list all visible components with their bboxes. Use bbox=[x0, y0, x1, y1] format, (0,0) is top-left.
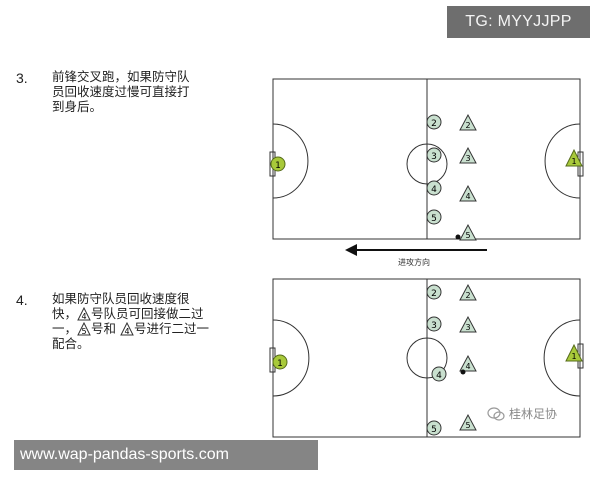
svg-text:4: 4 bbox=[436, 371, 442, 381]
svg-text:5: 5 bbox=[81, 327, 86, 336]
svg-text:3: 3 bbox=[431, 321, 437, 331]
defender-circle-2: 2 bbox=[426, 284, 442, 300]
telegram-tag: TG: MYYJJPP bbox=[447, 6, 590, 38]
svg-text:4: 4 bbox=[465, 192, 470, 201]
section-4-line-1: 如果防守队员回收速度很 bbox=[52, 291, 190, 306]
defender-circle-3: 3 bbox=[426, 147, 442, 163]
football-pitch-diagram-2: 1 1 2 3 4 5 2 3 4 5 bbox=[269, 278, 584, 438]
section-4-line-3: 一，5 号和 4 号进行二过一 bbox=[52, 321, 209, 336]
right-keeper-triangle: 1 bbox=[565, 343, 583, 362]
defender-circle-3: 3 bbox=[426, 316, 442, 332]
section-3-line-2: 员回收速度过慢可直接打 bbox=[52, 84, 190, 99]
attacker-triangle-3: 3 bbox=[459, 315, 477, 333]
svg-text:2: 2 bbox=[465, 291, 470, 300]
attack-direction-arrow bbox=[345, 244, 487, 256]
attacker-triangle-4: 4 bbox=[459, 184, 477, 202]
brand-label: 桂林足协 bbox=[487, 405, 557, 422]
football-pitch-diagram-1: 1 1 2 3 4 5 2 3 4 5 bbox=[269, 78, 584, 241]
attacker-triangle-2: 2 bbox=[459, 283, 477, 301]
defender-circle-5: 5 bbox=[426, 420, 442, 436]
svg-text:4: 4 bbox=[81, 312, 86, 321]
svg-text:2: 2 bbox=[465, 121, 470, 130]
wechat-icon bbox=[487, 407, 505, 421]
section-3-number: 3. bbox=[16, 70, 28, 86]
section-3-description: 前锋交叉跑，如果防守队 员回收速度过慢可直接打 到身后。 bbox=[52, 69, 190, 114]
center-circle bbox=[406, 337, 448, 379]
svg-text:1: 1 bbox=[275, 161, 281, 171]
center-circle bbox=[406, 143, 448, 185]
triangle-4b-inline-icon: 4 bbox=[120, 322, 134, 336]
attacker-triangle-4: 4 bbox=[459, 354, 477, 372]
ball bbox=[455, 234, 461, 240]
svg-text:5: 5 bbox=[465, 421, 470, 430]
svg-text:5: 5 bbox=[465, 231, 470, 240]
defender-circle-2: 2 bbox=[426, 114, 442, 130]
triangle-4-inline-icon: 4 bbox=[77, 307, 91, 321]
attacker-triangle-5: 5 bbox=[459, 223, 477, 241]
section-4-number: 4. bbox=[16, 292, 28, 308]
section-4-line-2: 快，4 号队员可回接做二过 bbox=[52, 306, 209, 321]
svg-text:1: 1 bbox=[571, 157, 576, 166]
svg-text:5: 5 bbox=[431, 214, 437, 224]
svg-text:2: 2 bbox=[431, 119, 437, 129]
brand-text: 桂林足协 bbox=[509, 407, 558, 421]
section-3-line-1: 前锋交叉跑，如果防守队 bbox=[52, 69, 190, 84]
defender-circle-4: 4 bbox=[431, 366, 447, 382]
svg-text:3: 3 bbox=[431, 152, 437, 162]
section-4-line-3-end: 号进行二过一 bbox=[134, 321, 210, 336]
right-penalty-arc bbox=[543, 319, 581, 397]
section-4-line-3-mid: 号和 bbox=[91, 321, 117, 336]
attacker-triangle-5: 5 bbox=[459, 413, 477, 431]
section-4-line-2-start: 快， bbox=[52, 306, 78, 321]
defender-circle-5: 5 bbox=[426, 209, 442, 225]
svg-text:4: 4 bbox=[465, 362, 470, 371]
defender-circle-4: 4 bbox=[426, 180, 442, 196]
section-4-line-4: 配合。 bbox=[52, 336, 90, 351]
section-3-line-3: 到身后。 bbox=[52, 99, 103, 114]
website-watermark: www.wap-pandas-sports.com bbox=[14, 440, 318, 470]
svg-text:3: 3 bbox=[465, 323, 470, 332]
svg-text:4: 4 bbox=[124, 327, 129, 336]
section-4-line-3-start: 一， bbox=[52, 321, 78, 336]
svg-text:2: 2 bbox=[431, 289, 437, 299]
left-keeper: 1 bbox=[272, 354, 288, 370]
attack-direction-label: 进攻方向 bbox=[398, 258, 430, 267]
svg-text:3: 3 bbox=[465, 154, 470, 163]
right-keeper-triangle: 1 bbox=[565, 148, 583, 167]
svg-text:5: 5 bbox=[431, 425, 437, 435]
attacker-triangle-2: 2 bbox=[459, 113, 477, 131]
svg-text:1: 1 bbox=[277, 359, 283, 369]
triangle-5-inline-icon: 5 bbox=[77, 322, 91, 336]
svg-text:4: 4 bbox=[431, 185, 437, 195]
left-penalty-arc bbox=[272, 123, 309, 199]
left-keeper: 1 bbox=[270, 156, 286, 172]
svg-text:1: 1 bbox=[571, 352, 576, 361]
ball bbox=[460, 369, 466, 375]
attacker-triangle-3: 3 bbox=[459, 146, 477, 164]
right-penalty-arc bbox=[544, 123, 581, 199]
section-4-line-2-end: 号队员可回接做二过 bbox=[91, 306, 204, 321]
left-penalty-arc bbox=[272, 319, 310, 397]
